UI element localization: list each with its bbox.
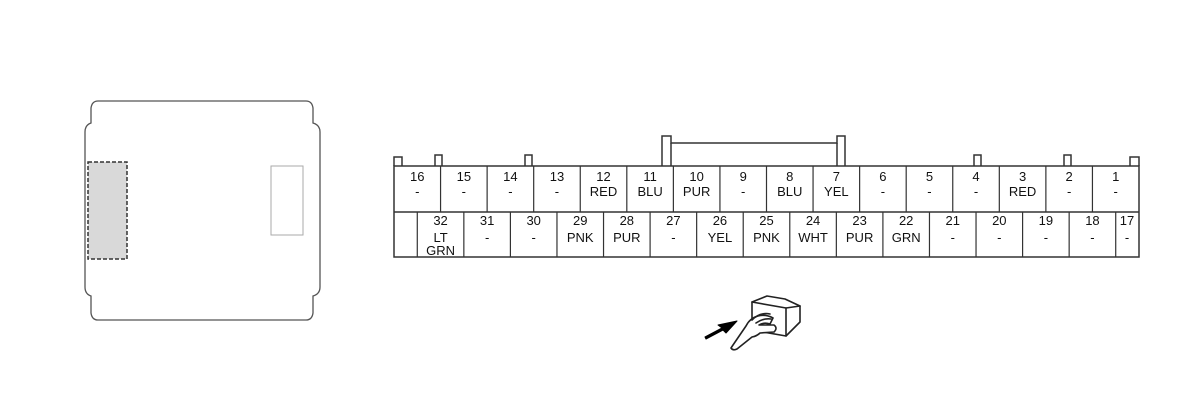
wire-color-label: WHT [798, 230, 828, 245]
wire-color-label: - [462, 184, 466, 199]
pin-number-label: 32 [433, 213, 447, 228]
pin-number-label: 22 [899, 213, 913, 228]
pin-number-label: 16 [410, 169, 424, 184]
pin-number-label: 21 [946, 213, 960, 228]
wire-color-label: - [1114, 184, 1118, 199]
pin-number-label: 15 [457, 169, 471, 184]
wire-color-label: - [415, 184, 419, 199]
secondary-connector-outline [270, 165, 304, 236]
pin-number-label: 19 [1039, 213, 1053, 228]
pin-number-label: 1 [1112, 169, 1119, 184]
pin-number-label: 23 [852, 213, 866, 228]
wire-color-label: - [485, 230, 489, 245]
pin-number-label: 3 [1019, 169, 1026, 184]
pin-number-label: 4 [972, 169, 979, 184]
wire-color-label: YEL [824, 184, 849, 199]
control-module-icon [84, 100, 321, 321]
wire-color-label: BLU [777, 184, 802, 199]
wire-color-label: PNK [567, 230, 594, 245]
arrow-icon [704, 320, 738, 340]
wire-color-label: RED [590, 184, 617, 199]
wire-color-label: PUR [613, 230, 640, 245]
wire-color-label: - [951, 230, 955, 245]
wire-color-label: - [555, 184, 559, 199]
wire-color-label: - [974, 184, 978, 199]
pin-cell-dividers [416, 166, 1117, 257]
wire-color-label: GRN [892, 230, 921, 245]
wire-color-label: YEL [708, 230, 733, 245]
wire-color-label: LT [433, 230, 447, 245]
wire-color-label: - [1090, 230, 1094, 245]
wire-color-label: - [881, 184, 885, 199]
pin-number-label: 8 [786, 169, 793, 184]
wire-color-label: RED [1009, 184, 1036, 199]
wire-color-label: - [1067, 184, 1071, 199]
wire-color-label: GRN [426, 243, 455, 258]
pin-number-label: 11 [643, 169, 657, 184]
connector-location-highlight [87, 161, 128, 260]
wire-color-label: - [671, 230, 675, 245]
pin-number-label: 27 [666, 213, 680, 228]
pin-number-label: 26 [713, 213, 727, 228]
wire-color-label: - [1125, 230, 1129, 245]
terminal-side-view-icon [704, 295, 801, 351]
wire-color-label: PUR [683, 184, 710, 199]
pin-number-label: 17 [1120, 213, 1134, 228]
wire-color-label: - [508, 184, 512, 199]
pin-number-label: 7 [833, 169, 840, 184]
pin-number-label: 12 [596, 169, 610, 184]
wire-color-label: PNK [753, 230, 780, 245]
wire-color-label: - [927, 184, 931, 199]
pin-number-label: 18 [1085, 213, 1099, 228]
wire-color-label: PUR [846, 230, 873, 245]
wire-color-label: BLU [637, 184, 662, 199]
pin-number-label: 30 [526, 213, 540, 228]
pin-number-label: 13 [550, 169, 564, 184]
wire-color-label: - [997, 230, 1001, 245]
wire-color-label: - [741, 184, 745, 199]
pin-number-label: 29 [573, 213, 587, 228]
wire-color-label: - [1044, 230, 1048, 245]
pin-number-label: 5 [926, 169, 933, 184]
pin-number-label: 31 [480, 213, 494, 228]
pin-number-label: 9 [740, 169, 747, 184]
pin-number-label: 14 [503, 169, 517, 184]
wire-color-label: - [532, 230, 536, 245]
pin-number-label: 25 [759, 213, 773, 228]
pin-number-label: 24 [806, 213, 820, 228]
pin-number-label: 10 [689, 169, 703, 184]
pin-number-label: 6 [879, 169, 886, 184]
bottom-row-pins: 32LTGRN31-30-29PNK28PUR27-26YEL25PNK24WH… [426, 213, 1134, 258]
pin-number-label: 20 [992, 213, 1006, 228]
pin-number-label: 2 [1066, 169, 1073, 184]
pin-number-label: 28 [620, 213, 634, 228]
top-row-pins: 16-15-14-13-12RED11BLU10PUR9-8BLU7YEL6-5… [410, 169, 1119, 199]
